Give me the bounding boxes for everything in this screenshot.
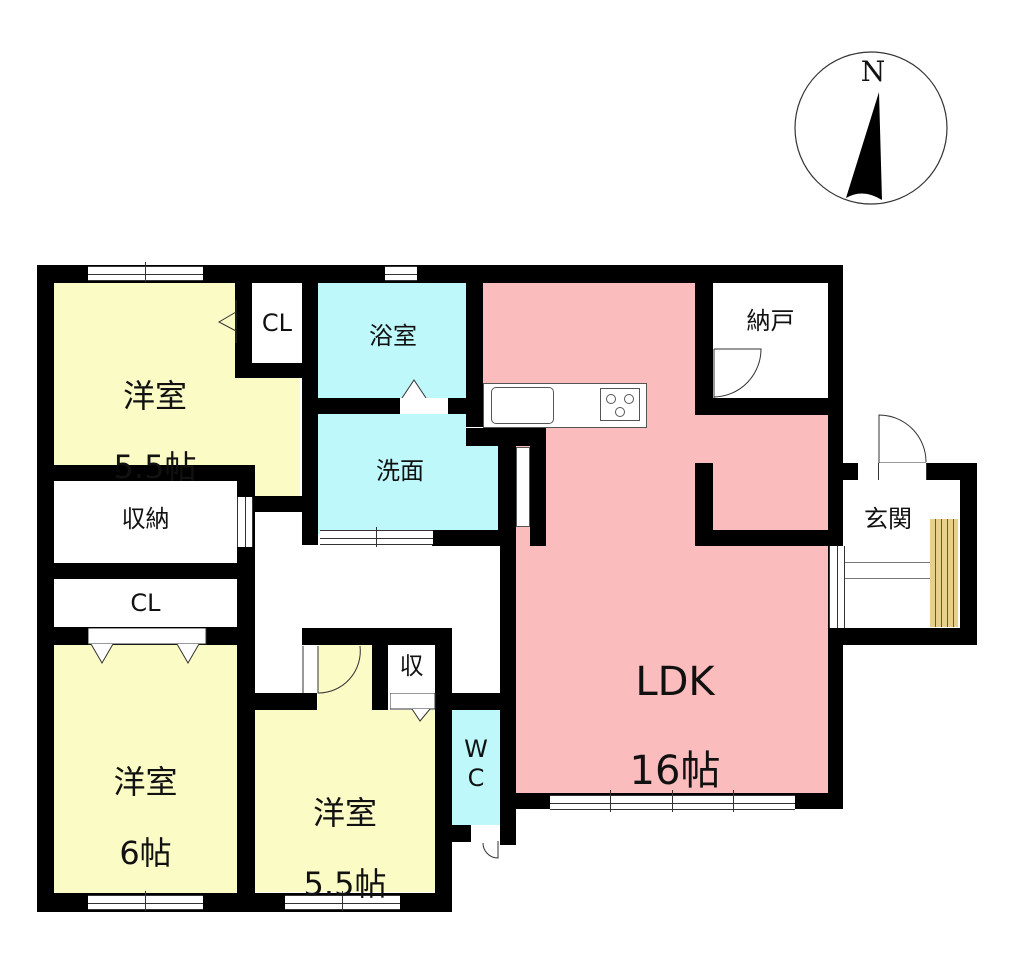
room-closet-nw-fill: [252, 283, 302, 363]
label-storage-room: 納戸: [746, 307, 795, 335]
wall-storage-cl: [37, 563, 255, 579]
label-toilet: W C: [464, 735, 488, 792]
label-washroom: 洗面: [376, 457, 424, 485]
room-toilet-fill: [452, 710, 500, 825]
window-bath: [385, 266, 417, 281]
room-name: 洋室: [113, 762, 178, 801]
wall-ldk-left: [500, 530, 516, 845]
label-closet-w: CL: [130, 589, 161, 617]
label-bathroom: 浴室: [369, 322, 417, 350]
stove-icon: [600, 388, 640, 421]
label-storage-w: 収納: [121, 505, 170, 533]
room-size: 16帖: [629, 748, 721, 795]
room-washroom-fill-ext: [440, 445, 498, 534]
room-western-sw-fill: [54, 645, 237, 895]
kitchen-counter: [483, 383, 647, 428]
label-western-nw: 洋室 5.5帖: [85, 343, 225, 522]
bath-door-icon: [400, 379, 448, 414]
room-closet-w-fill: [54, 579, 237, 627]
entrance-floor-line: [845, 562, 930, 579]
room-name: 洋室: [122, 376, 187, 415]
room-western-s-fill: [255, 710, 435, 892]
room-bathroom-fill: [318, 283, 466, 398]
room-storage-fill: [713, 283, 828, 398]
room-size: 6帖: [119, 834, 172, 873]
wall-ldk-partition-h: [695, 530, 843, 546]
wall-s-room-top-left: [237, 693, 317, 710]
wall-ldk-partition-v: [695, 463, 713, 546]
wall-kitchen-bottom: [466, 428, 546, 446]
window-ldk-tick3: [733, 790, 734, 812]
wall-hall-stub: [255, 496, 318, 512]
closet-door-w-icons: [88, 628, 207, 664]
wall-s-room-top: [302, 628, 452, 645]
wall-outer-top: [37, 265, 843, 283]
wall-closet-nw-bottom: [235, 363, 302, 378]
wall-s-room-divider: [372, 645, 388, 710]
north-arrow-icon: [794, 51, 948, 205]
label-western-s: 洋室 5.5帖: [275, 760, 415, 939]
door-swing-wc-icon: [482, 841, 499, 859]
room-storage-w-fill: [54, 481, 237, 563]
room-size: 5.5帖: [113, 448, 197, 487]
compass-label: N: [860, 55, 886, 88]
wall-wc-bottom: [435, 825, 471, 842]
window-ldk-tick2: [672, 790, 673, 812]
small-storage-door-icon: [390, 693, 436, 722]
room-name: 洋室: [312, 793, 377, 832]
wall-storage-bottom: [695, 398, 843, 415]
room-western-s-fill-top: [318, 645, 373, 715]
door-swing-storage-icon: [713, 348, 762, 398]
door-storage-w-sliding: [237, 497, 253, 547]
wall-entrance-right: [960, 463, 977, 645]
room-western-nw-fill: [54, 283, 239, 465]
label-ldk: LDK 16帖: [580, 615, 770, 839]
label-western-sw: 洋室 6帖: [54, 729, 237, 908]
label-closet-nw: CL: [261, 309, 293, 337]
door-swing-s-room-icon: [302, 645, 361, 694]
entrance-step: [930, 519, 958, 627]
window-sw-tick: [145, 891, 146, 911]
wall-entrance-bottom: [828, 628, 977, 645]
window-ldk-tick1: [610, 790, 611, 812]
door-entrance-opening: [878, 463, 927, 480]
wall-outer-left: [37, 265, 54, 912]
closet-door-nw-icon: [217, 300, 237, 343]
label-entrance: 玄関: [864, 505, 912, 533]
window-ldk-east: [829, 546, 845, 628]
window-nw-tick: [145, 262, 146, 282]
compass: N: [793, 50, 949, 206]
wall-ldk-left-upper: [466, 265, 483, 427]
room-name: LDK: [635, 658, 715, 705]
window-wash-tick: [376, 527, 377, 547]
wall-closet-nw-left: [235, 283, 252, 378]
window-s-tick: [342, 891, 343, 911]
wall-storage-left: [695, 265, 713, 415]
wall-entrance-top: [843, 463, 858, 480]
room-size: 5.5帖: [303, 865, 387, 904]
wall-kitchen-post: [530, 428, 546, 546]
label-small-storage: 収: [399, 652, 424, 680]
wall-s-room-right: [435, 628, 452, 912]
wall-wc-top: [435, 693, 516, 710]
room-ldk-fill-2: [515, 410, 829, 793]
sink-icon: [491, 387, 554, 424]
ldk-counter-shelf: [516, 447, 530, 527]
wall-wash-bottom: [432, 530, 516, 546]
door-swing-entrance-icon: [878, 414, 927, 464]
wall-nw-room-bottom: [37, 465, 255, 481]
wall-wash-right: [498, 440, 516, 546]
